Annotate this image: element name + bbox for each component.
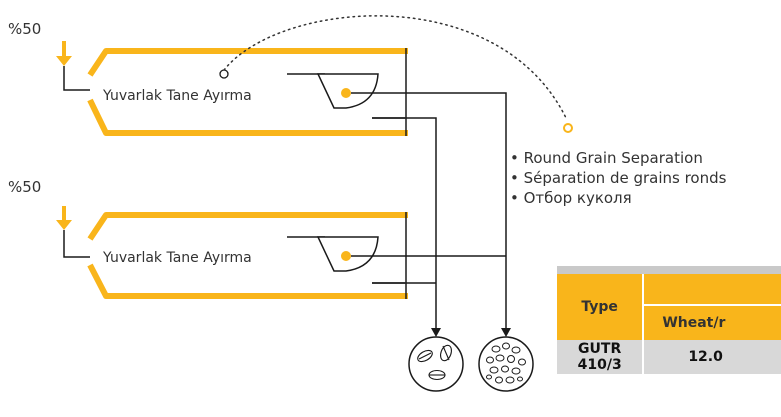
bullet-en: • Round Grain Separation — [510, 149, 703, 167]
unit-label-2: Yuvarlak Tane Ayırma — [102, 250, 252, 266]
table-row: GUTR 410/3 12.0 — [557, 340, 781, 374]
wheat-grains-icon — [408, 336, 464, 392]
table-top-bar — [557, 266, 781, 274]
input-arrow-icon — [56, 41, 72, 66]
header-wheat: Wheat/r — [643, 305, 781, 340]
round-seeds-icon — [478, 336, 534, 392]
bullet-ru: • Отбор куколя — [510, 189, 632, 207]
separation-bullet-list: • Round Grain Separation • Séparation de… — [510, 148, 726, 208]
separator-machine-1: Yuvarlak Tane Ayırma — [87, 48, 408, 136]
callout-marker — [563, 123, 573, 133]
arrowhead-wheat — [431, 328, 441, 337]
input-share-label-1: %50 — [8, 20, 41, 38]
row-model: GUTR 410/3 — [557, 340, 645, 374]
header-type: Type — [557, 274, 645, 340]
input-arrow-icon — [56, 206, 72, 230]
flow-lines — [351, 92, 507, 332]
input-share-label-2: %50 — [8, 178, 41, 196]
callout-dotted-line — [223, 15, 568, 121]
arrowhead-round — [501, 328, 511, 337]
bullet-fr: • Séparation de grains ronds — [510, 169, 727, 187]
header-top — [643, 274, 781, 306]
row-value: 12.0 — [643, 340, 781, 374]
capacity-table: Type Wheat/r GUTR 410/3 12.0 — [557, 266, 781, 376]
separator-machine-2: Yuvarlak Tane Ayırma — [87, 212, 408, 299]
unit-label-1: Yuvarlak Tane Ayırma — [102, 88, 252, 104]
